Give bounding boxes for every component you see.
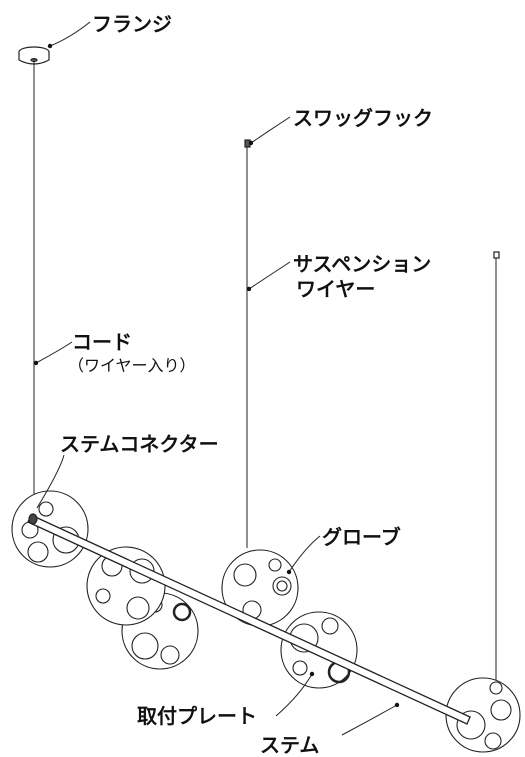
suspension-wire-label-line1: サスペンション xyxy=(293,252,432,276)
suspension-wire-label-line2: ワイヤー xyxy=(296,277,376,301)
flange-shape xyxy=(18,46,50,65)
globe-label: グローブ xyxy=(322,525,401,549)
stem-connector-label: ステムコネクター xyxy=(60,432,219,456)
stem-label: ステム xyxy=(260,733,320,757)
stem-shape xyxy=(27,513,471,725)
cord-label: コード xyxy=(72,330,132,354)
right-hook-shape xyxy=(493,251,500,259)
flange-label: フランジ xyxy=(92,12,172,36)
mounting-plate-label: 取付プレート xyxy=(137,704,257,728)
cord-note-label: （ワイヤー入り） xyxy=(68,356,196,375)
swag-hook-label: スワッグフック xyxy=(293,106,433,130)
